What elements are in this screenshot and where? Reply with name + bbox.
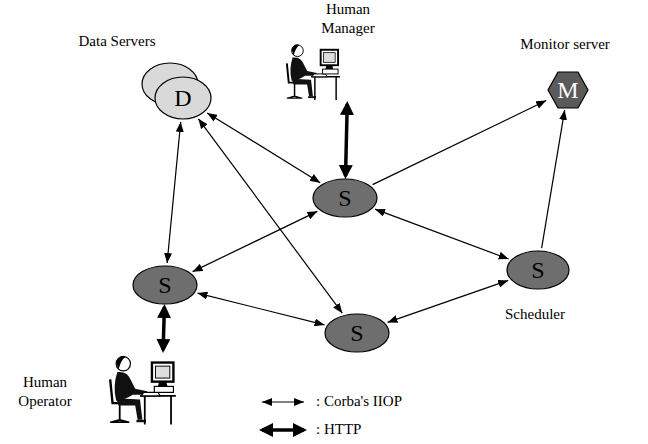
- node-label: Human Manager: [308, 0, 388, 38]
- legend-text: : Corba's IIOP: [316, 392, 402, 411]
- iiop-connector: [193, 211, 318, 271]
- node-letter: D: [154, 76, 212, 120]
- human-manager-outline: [275, 42, 421, 102]
- legend-sample-iiop: [262, 401, 304, 402]
- node-letter: S: [324, 313, 390, 353]
- iiop-connector: [167, 122, 181, 263]
- server-node: S: [324, 313, 390, 353]
- http-connector: [346, 104, 348, 176]
- iiop-connector: [373, 101, 547, 185]
- scheduler-node: SScheduler: [506, 250, 570, 290]
- node-letter: S: [132, 265, 198, 305]
- iiop-connector: [197, 293, 324, 325]
- iiop-connector: [207, 113, 320, 183]
- node-letter: S: [312, 178, 378, 218]
- iiop-connector: [388, 280, 509, 322]
- legend-sample-http: [262, 428, 304, 432]
- node-label: Human Operator: [5, 373, 85, 411]
- node-letter: S: [506, 250, 570, 290]
- server-node: S: [132, 265, 198, 305]
- node-letter: M: [548, 72, 588, 108]
- human-operator: Human Operator: [108, 352, 216, 428]
- monitor-server: Monitor serverM: [548, 72, 588, 108]
- node-label: Scheduler: [490, 305, 580, 324]
- iiop-connector: [198, 119, 342, 313]
- node-label: Data Servers: [62, 32, 172, 51]
- node-label: Monitor server: [500, 35, 630, 54]
- data-server: Data ServersD: [154, 76, 212, 120]
- server-node: S: [312, 178, 378, 218]
- human-manager: Human Manager: [275, 42, 421, 102]
- iiop-connector: [375, 209, 509, 259]
- human-operator-outline: [108, 352, 216, 428]
- legend-text: : HTTP: [316, 420, 361, 439]
- iiop-connector: [542, 110, 565, 248]
- http-connector: [163, 307, 164, 350]
